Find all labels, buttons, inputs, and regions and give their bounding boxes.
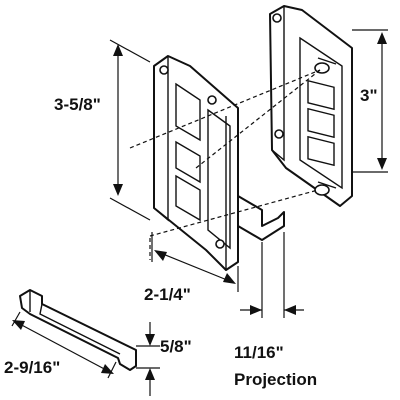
label-height-clip: 5/8" bbox=[160, 337, 192, 356]
dimension-height-strike bbox=[352, 29, 388, 173]
dimension-height-latch bbox=[109, 39, 151, 221]
label-height-latch: 3-5/8" bbox=[54, 95, 101, 114]
dimension-length-clip bbox=[11, 311, 117, 379]
alignment-lines bbox=[129, 69, 321, 260]
label-projection-word: Projection bbox=[234, 370, 317, 389]
dimension-height-clip bbox=[136, 322, 160, 396]
label-height-strike: 3" bbox=[360, 86, 378, 105]
dimension-projection bbox=[240, 232, 304, 318]
strike-plate bbox=[269, 5, 353, 207]
latch-body bbox=[153, 55, 285, 271]
label-width-latch: 2-1/4" bbox=[144, 285, 191, 304]
dimension-width-latch bbox=[151, 232, 239, 292]
label-projection-value: 11/16" bbox=[234, 343, 284, 362]
spring-clip bbox=[19, 289, 137, 371]
label-length-clip: 2-9/16" bbox=[4, 358, 60, 377]
